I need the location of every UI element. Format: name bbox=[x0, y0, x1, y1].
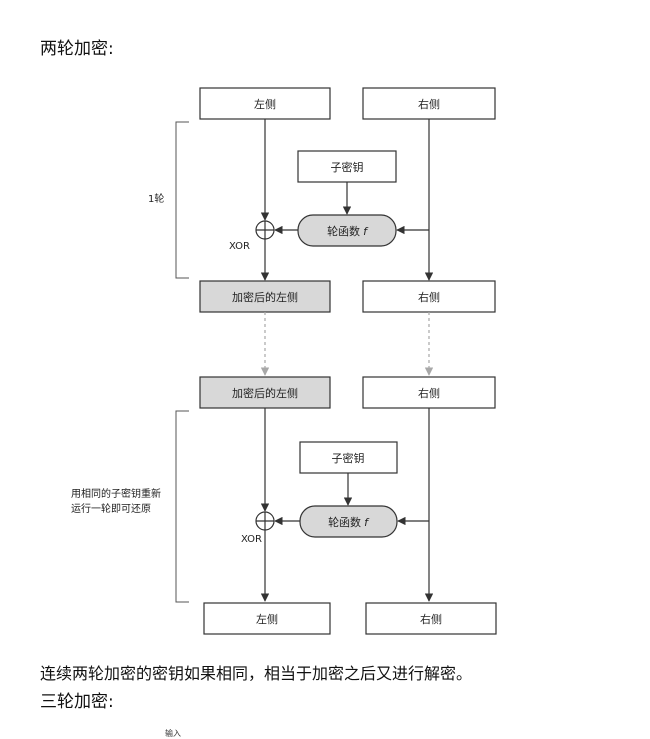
subkey-box-2 bbox=[299, 441, 398, 474]
encrypted-left-label-2: 加密后的左侧 bbox=[232, 386, 298, 400]
right-label-1: 右侧 bbox=[418, 290, 440, 304]
encrypted-left-label-1: 加密后的左侧 bbox=[232, 290, 298, 304]
right-label-2: 右侧 bbox=[418, 386, 440, 400]
top-right-label: 右侧 bbox=[418, 97, 440, 111]
subkey-box-1 bbox=[297, 150, 397, 183]
decryption-note-line1: 用相同的子密钥重新 bbox=[71, 487, 161, 500]
next-diagram-input-label: 输入 bbox=[165, 728, 181, 738]
right-box-2 bbox=[362, 376, 496, 409]
top-left-label: 左侧 bbox=[254, 98, 276, 111]
heading-two-rounds: 两轮加密: bbox=[40, 39, 114, 59]
heading-three-rounds: 三轮加密: bbox=[40, 692, 114, 712]
round-bracket-1 bbox=[175, 121, 189, 279]
bottom-left-box bbox=[203, 602, 331, 635]
subkey-label-1: 子密钥 bbox=[331, 160, 364, 174]
conclusion-paragraph: 连续两轮加密的密钥如果相同，相当于加密之后又进行解密。 bbox=[40, 664, 473, 683]
bottom-left-label: 左侧 bbox=[256, 613, 278, 626]
top-left-box bbox=[199, 87, 331, 120]
bottom-right-label: 右侧 bbox=[420, 612, 442, 626]
xor-label-2: XOR bbox=[241, 534, 262, 545]
encrypted-left-box-1 bbox=[199, 280, 331, 313]
subkey-label-2: 子密钥 bbox=[332, 451, 365, 465]
round-bracket-2 bbox=[175, 410, 189, 603]
right-box-1 bbox=[362, 280, 496, 313]
bottom-right-box bbox=[365, 602, 497, 635]
xor-label-1: XOR bbox=[229, 241, 250, 252]
encrypted-left-box-2 bbox=[199, 376, 331, 409]
round-label: 1轮 bbox=[148, 192, 164, 205]
decryption-note-line2: 运行一轮即可还原 bbox=[71, 502, 151, 515]
